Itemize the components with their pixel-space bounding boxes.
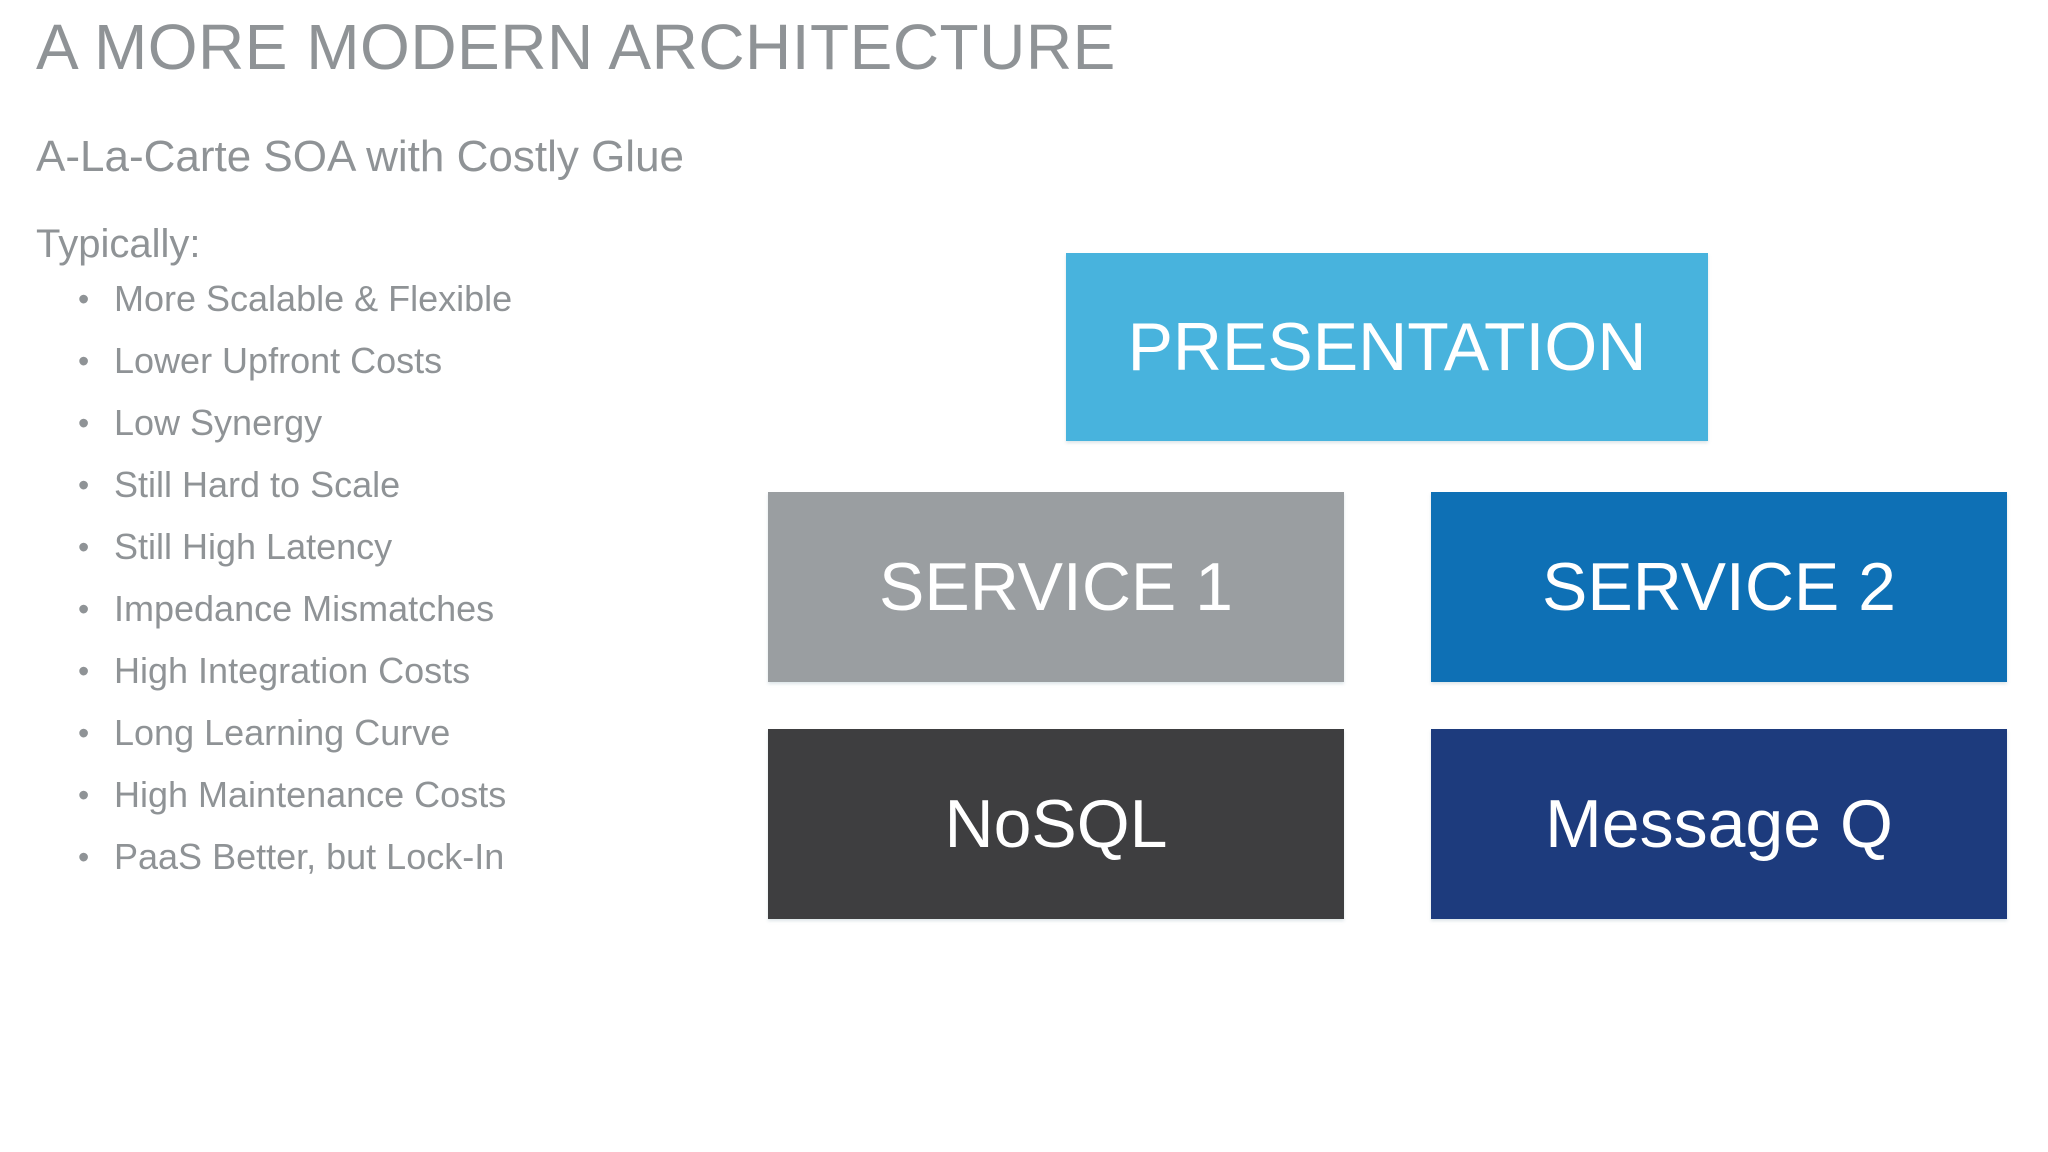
bullet-item: Still Hard to Scale bbox=[78, 454, 512, 516]
list-heading: Typically: bbox=[36, 222, 201, 266]
bullet-item: PaaS Better, but Lock-In bbox=[78, 826, 512, 888]
service-1-box-label: SERVICE 1 bbox=[878, 549, 1233, 625]
bullet-item: More Scalable & Flexible bbox=[78, 268, 512, 330]
presentation-box: PRESENTATION bbox=[1066, 253, 1708, 441]
nosql-box: NoSQL bbox=[768, 729, 1344, 919]
bullet-item: Long Learning Curve bbox=[78, 702, 512, 764]
message-q-box-label: Message Q bbox=[1545, 786, 1893, 862]
bullet-item: Lower Upfront Costs bbox=[78, 330, 512, 392]
service-2-box-label: SERVICE 2 bbox=[1541, 549, 1896, 625]
nosql-box-label: NoSQL bbox=[944, 786, 1168, 862]
bullet-list: More Scalable & Flexible Lower Upfront C… bbox=[78, 268, 512, 888]
slide-subtitle: A-La-Carte SOA with Costly Glue bbox=[36, 132, 685, 181]
slide-title: A MORE MODERN ARCHITECTURE bbox=[36, 11, 1116, 83]
bullet-item: High Integration Costs bbox=[78, 640, 512, 702]
service-2-box: SERVICE 2 bbox=[1431, 492, 2007, 682]
bullet-item: High Maintenance Costs bbox=[78, 764, 512, 826]
presentation-box-label: PRESENTATION bbox=[1127, 309, 1647, 385]
bullet-item: Still High Latency bbox=[78, 516, 512, 578]
message-q-box: Message Q bbox=[1431, 729, 2007, 919]
service-1-box: SERVICE 1 bbox=[768, 492, 1344, 682]
bullet-item: Low Synergy bbox=[78, 392, 512, 454]
bullet-item: Impedance Mismatches bbox=[78, 578, 512, 640]
